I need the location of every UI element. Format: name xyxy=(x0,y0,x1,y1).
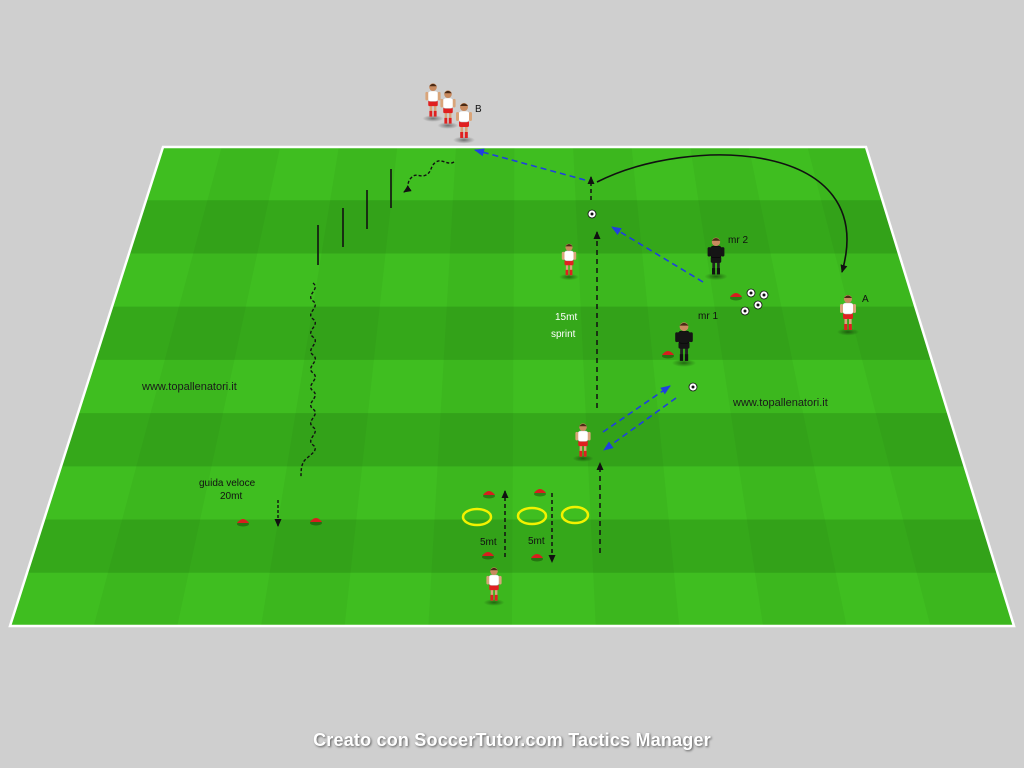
ring xyxy=(560,505,590,525)
pass-arrow-to-b xyxy=(474,148,586,181)
pitch-stripe xyxy=(27,519,998,573)
player-group-b xyxy=(453,103,475,144)
cone xyxy=(662,351,674,359)
group-a-label: A xyxy=(862,294,869,305)
ball-icon xyxy=(688,382,698,392)
pass-arrow-from-mr2 xyxy=(611,226,704,283)
fast-dribble-path xyxy=(300,282,316,478)
cone xyxy=(482,552,494,560)
player-receiver xyxy=(559,243,579,281)
pitch-surface xyxy=(10,147,1014,626)
footer-credit: Creato con SoccerTutor.com Tactics Manag… xyxy=(313,730,711,750)
cone xyxy=(310,518,322,526)
player-group-b xyxy=(422,83,444,122)
ball-icon xyxy=(746,288,756,298)
coach-2-label: mr 2 xyxy=(728,235,748,246)
cone xyxy=(483,491,495,499)
pitch-stripes xyxy=(27,200,998,573)
pitch xyxy=(8,145,1016,628)
ball-icon xyxy=(587,209,597,219)
pitch-stripe xyxy=(95,306,932,360)
dribble-label-line2: 20mt xyxy=(220,491,242,502)
ball-icon xyxy=(753,300,763,310)
ring xyxy=(516,506,548,526)
labels: B A mr 2 mr 1 15mt sprint guida veloce 2… xyxy=(141,104,869,548)
pitch-boundary xyxy=(8,145,1016,628)
ring xyxy=(461,507,493,527)
gap-right-label: 5mt xyxy=(528,536,545,547)
poles xyxy=(317,169,392,265)
curved-run-to-a-arrow xyxy=(596,154,848,273)
sprint-distance-label: 15mt xyxy=(555,312,577,323)
pitch-stripe xyxy=(129,200,899,254)
movement-paths xyxy=(274,154,848,563)
cone xyxy=(531,554,543,562)
watermark-right: www.topallenatori.it xyxy=(732,397,828,409)
cone xyxy=(534,489,546,497)
pass-arrow-to-mr1 xyxy=(602,385,671,433)
dribble-label-line1: guida veloce xyxy=(199,478,256,489)
coach-1-label: mr 1 xyxy=(698,311,718,322)
passes xyxy=(474,148,704,451)
gap-left-label: 5mt xyxy=(480,537,497,548)
dribble-top-wiggle xyxy=(403,160,455,193)
group-b-label: B xyxy=(475,104,482,115)
coach-mr2 xyxy=(704,237,728,281)
ball-icon xyxy=(740,306,750,316)
player-group-a xyxy=(837,295,859,336)
cone xyxy=(730,293,742,301)
cone xyxy=(237,519,249,527)
pitch-stripe xyxy=(61,413,965,467)
cones xyxy=(237,293,742,562)
pass-arrow-return xyxy=(603,397,677,451)
balls xyxy=(587,209,769,392)
player-group-b xyxy=(437,90,459,129)
player-ring-runner xyxy=(483,567,505,606)
agility-rings xyxy=(461,505,590,527)
ball-icon xyxy=(759,290,769,300)
watermark-left: www.topallenatori.it xyxy=(141,381,237,393)
sprint-word-label: sprint xyxy=(551,329,576,340)
player-starter xyxy=(572,423,594,462)
players xyxy=(422,83,859,606)
coach-mr1 xyxy=(671,322,697,367)
